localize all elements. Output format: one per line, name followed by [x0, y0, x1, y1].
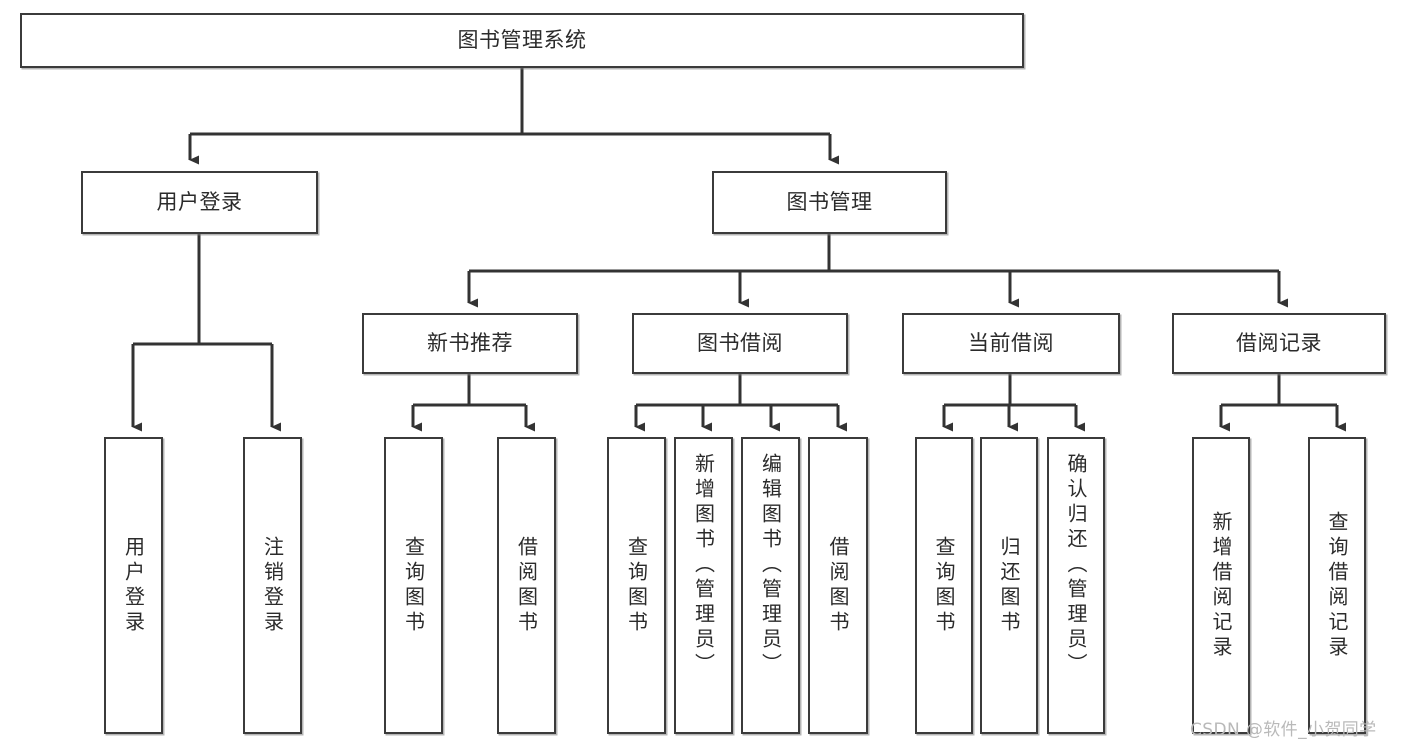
node-user-login-label: 用户登录 — [156, 190, 243, 215]
node-new-book-recommend-label: 新书推荐 — [427, 331, 513, 356]
node-leaf-user-login[interactable]: 用户登录 — [104, 437, 163, 734]
node-book-management-label: 图书管理 — [786, 190, 873, 215]
node-leaf-confirm-return-label: 确认归还（管理员） — [1064, 453, 1088, 678]
node-root[interactable]: 图书管理系统 — [20, 13, 1024, 68]
node-leaf-return-book[interactable]: 归还图书 — [980, 437, 1038, 734]
node-leaf-add-book[interactable]: 新增图书（管理员） — [674, 437, 733, 734]
node-leaf-borrow-book-1-label: 借阅图书 — [514, 535, 539, 636]
node-leaf-query-book-2-label: 查询图书 — [624, 535, 649, 636]
node-leaf-query-book-1[interactable]: 查询图书 — [384, 437, 443, 734]
node-book-borrow-label: 图书借阅 — [697, 331, 783, 356]
node-leaf-edit-book[interactable]: 编辑图书（管理员） — [741, 437, 800, 734]
node-leaf-query-book-2[interactable]: 查询图书 — [607, 437, 666, 734]
node-leaf-query-record[interactable]: 查询借阅记录 — [1308, 437, 1366, 734]
node-leaf-logout-label: 注销登录 — [260, 535, 285, 636]
node-leaf-edit-book-label: 编辑图书（管理员） — [758, 453, 783, 678]
node-leaf-add-record[interactable]: 新增借阅记录 — [1192, 437, 1250, 734]
node-leaf-query-book-3-label: 查询图书 — [932, 535, 956, 636]
node-leaf-query-book-3[interactable]: 查询图书 — [915, 437, 973, 734]
node-leaf-add-book-label: 新增图书（管理员） — [691, 453, 716, 678]
node-leaf-query-book-1-label: 查询图书 — [401, 535, 426, 636]
node-leaf-logout[interactable]: 注销登录 — [243, 437, 302, 734]
node-leaf-query-record-label: 查询借阅记录 — [1325, 510, 1349, 661]
node-leaf-return-book-label: 归还图书 — [997, 535, 1021, 636]
node-leaf-borrow-book-1[interactable]: 借阅图书 — [497, 437, 556, 734]
node-book-management[interactable]: 图书管理 — [712, 171, 947, 234]
node-root-label: 图书管理系统 — [457, 28, 587, 53]
node-user-login[interactable]: 用户登录 — [81, 171, 318, 234]
node-leaf-borrow-book-2-label: 借阅图书 — [826, 535, 850, 636]
node-borrow-record[interactable]: 借阅记录 — [1172, 313, 1386, 374]
node-new-book-recommend[interactable]: 新书推荐 — [362, 313, 578, 374]
node-leaf-add-record-label: 新增借阅记录 — [1209, 510, 1233, 661]
csdn-watermark: CSDN @软件_小贺同学 — [1190, 720, 1377, 740]
node-leaf-borrow-book-2[interactable]: 借阅图书 — [808, 437, 868, 734]
node-leaf-confirm-return[interactable]: 确认归还（管理员） — [1047, 437, 1105, 734]
node-borrow-record-label: 借阅记录 — [1236, 331, 1322, 356]
node-current-borrow-label: 当前借阅 — [968, 331, 1054, 356]
node-book-borrow[interactable]: 图书借阅 — [632, 313, 848, 374]
node-current-borrow[interactable]: 当前借阅 — [902, 313, 1120, 374]
node-leaf-user-login-label: 用户登录 — [121, 535, 146, 636]
